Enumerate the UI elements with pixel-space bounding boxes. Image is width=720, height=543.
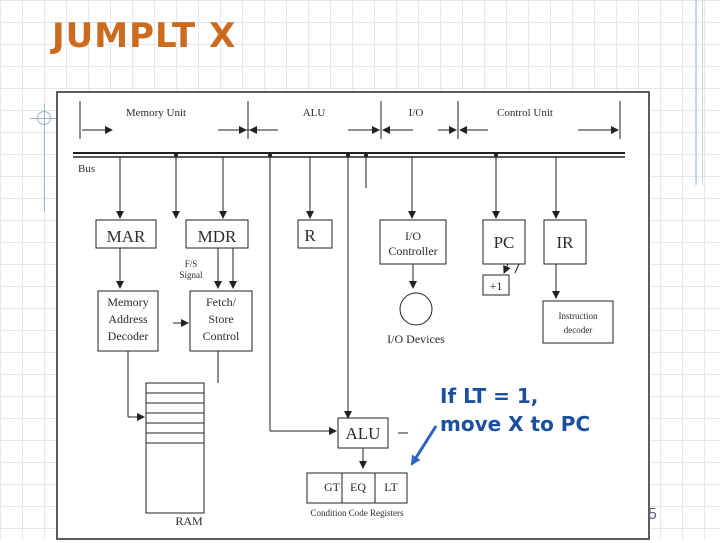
mar-label: MAR	[107, 227, 146, 246]
r-box	[297, 219, 333, 249]
ram-label: RAM	[175, 514, 203, 528]
decor-line	[702, 0, 703, 185]
gt-label: GT	[324, 480, 341, 494]
lt-label: LT	[384, 480, 398, 494]
eq-label: EQ	[350, 480, 366, 494]
decoder-label-3: Decoder	[108, 329, 149, 343]
condition-codes-label: Condition Code Registers	[311, 508, 404, 518]
mdr-box	[185, 219, 249, 249]
callout-line-1: If LT = 1,	[440, 384, 539, 408]
r-label: R	[304, 226, 316, 245]
mdr-label: MDR	[198, 227, 237, 246]
increment-box	[482, 274, 510, 296]
io-devices-circle	[399, 292, 433, 326]
section-label-memory-unit: Memory Unit	[126, 107, 186, 119]
decoder-label-2: Address	[108, 312, 148, 326]
pc-box	[482, 219, 526, 265]
io-devices-label: I/O Devices	[387, 332, 445, 346]
ir-label: IR	[557, 233, 575, 252]
decor-circle	[37, 111, 51, 125]
instr-decoder-label-1: Instruction	[559, 311, 598, 321]
computer-architecture-diagram: Memory Unit ALU I/O Control Unit Bus MAR…	[56, 91, 650, 540]
fetch-store-label-2: Store	[208, 312, 233, 326]
io-controller-label-1: I/O	[405, 229, 421, 243]
fs-signal-label-2: Signal	[179, 270, 203, 280]
instruction-decoder-box	[542, 300, 614, 344]
increment-label: +1	[490, 279, 503, 293]
decor-line	[695, 0, 697, 185]
section-label-io: I/O	[409, 107, 424, 119]
section-label-control-unit: Control Unit	[497, 107, 553, 119]
callout-text: If LT = 1, move X to PC	[440, 382, 590, 438]
bus-label: Bus	[78, 163, 95, 175]
decor-line	[44, 104, 45, 212]
instr-decoder-label-2: decoder	[564, 325, 592, 335]
callout-arrow	[410, 425, 438, 466]
page-number: 5	[648, 506, 657, 523]
slide-title: JUMPLT X	[52, 16, 237, 56]
fs-signal-label-1: F/S	[185, 259, 198, 269]
condition-codes-box	[306, 472, 408, 504]
decoder-label-1: Memory	[107, 295, 148, 309]
io-controller-label-2: Controller	[388, 244, 437, 258]
mar-box	[95, 219, 157, 249]
pc-label: PC	[494, 233, 515, 252]
section-label-alu: ALU	[303, 107, 326, 119]
ram-box	[145, 382, 205, 514]
fetch-store-control-box	[189, 290, 253, 352]
callout-line-2: move X to PC	[440, 412, 591, 436]
alu-label: ALU	[346, 424, 381, 443]
architecture-svg: Memory Unit ALU I/O Control Unit Bus MAR…	[73, 101, 625, 528]
fetch-store-label-1: Fetch/	[206, 295, 237, 309]
ir-box	[543, 219, 587, 265]
fetch-store-label-3: Control	[203, 329, 240, 343]
